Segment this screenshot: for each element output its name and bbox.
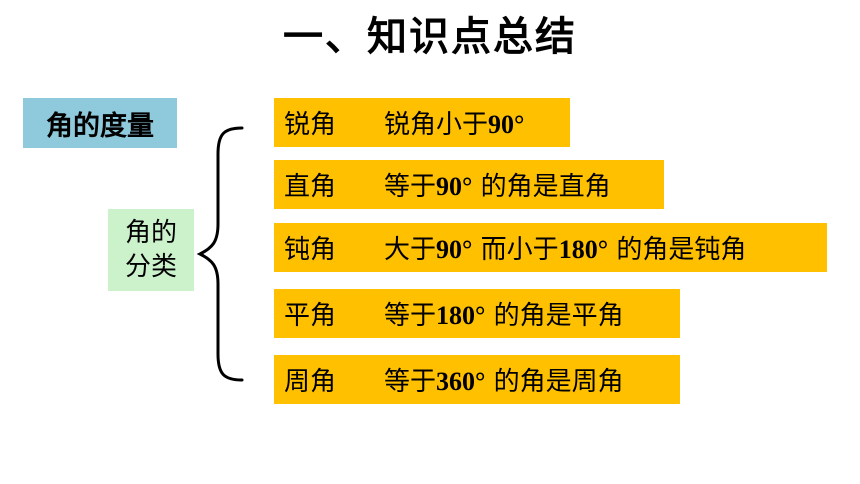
obtuse-angle-row: 钝角 大于90° 而小于180° 的角是钝角: [274, 223, 827, 272]
angle-measure-box: 角的度量: [23, 98, 177, 148]
curly-brace-icon: [196, 126, 244, 382]
classify-label-line1: 角的: [124, 218, 177, 248]
angle-name: 钝角: [284, 235, 337, 265]
angle-name: 直角: [284, 172, 337, 202]
angle-classification-box: 角的 分类: [108, 209, 194, 291]
angle-description: 锐角小于90°: [384, 110, 525, 140]
page-title: 一、知识点总结: [283, 14, 577, 60]
straight-angle-row: 平角 等于180° 的角是平角: [274, 289, 680, 338]
angle-description: 等于180° 的角是平角: [384, 301, 624, 331]
full-angle-row: 周角 等于360° 的角是周角: [274, 355, 680, 404]
angle-description: 等于90° 的角是直角: [384, 172, 611, 202]
angle-description: 等于360° 的角是周角: [384, 367, 624, 397]
angle-name: 平角: [284, 301, 337, 331]
angle-name: 周角: [284, 367, 337, 397]
right-angle-row: 直角 等于90° 的角是直角: [274, 160, 664, 209]
angle-name: 锐角: [284, 110, 337, 140]
angle-description: 大于90° 而小于180° 的角是钝角: [384, 235, 747, 265]
classify-label-line2: 分类: [124, 252, 177, 282]
acute-angle-row: 锐角 锐角小于90°: [274, 98, 570, 147]
